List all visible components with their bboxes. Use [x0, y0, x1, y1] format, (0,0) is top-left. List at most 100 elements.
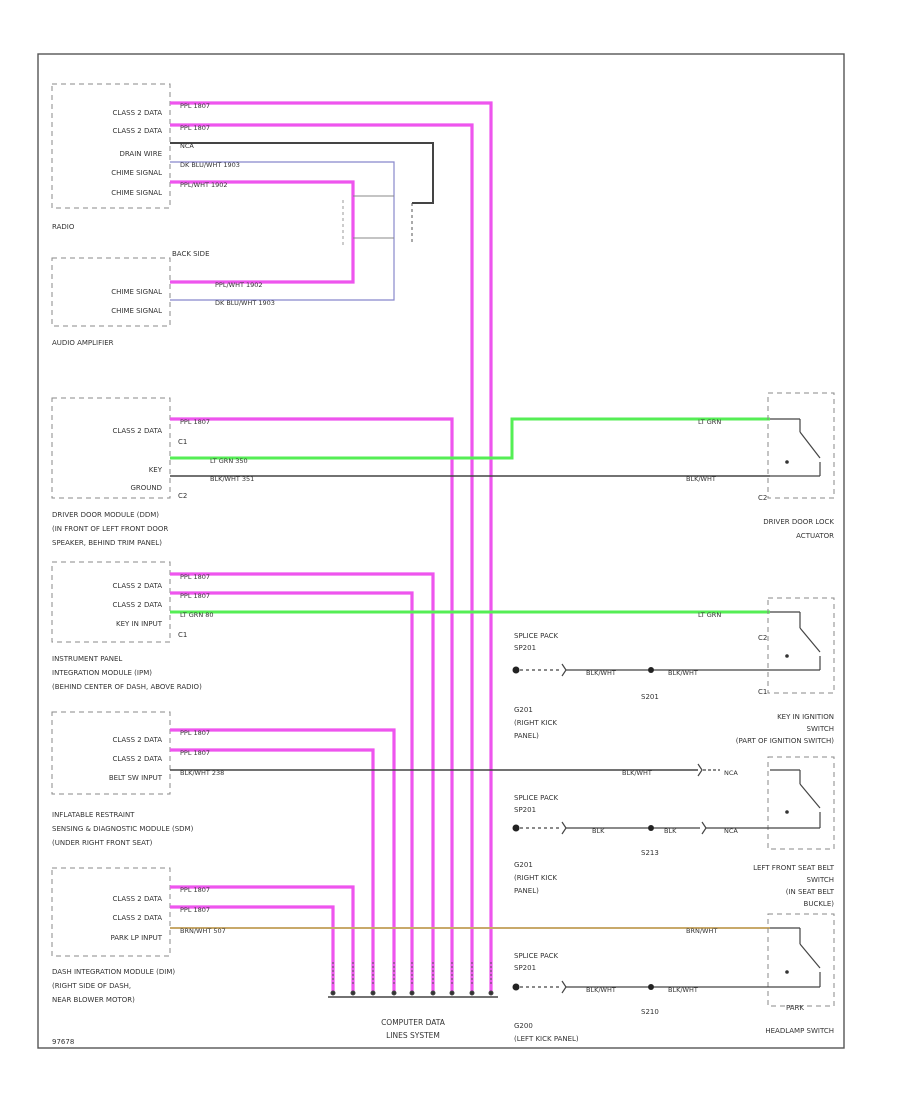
dim-pin-1: CLASS 2 DATA	[112, 895, 162, 903]
audio-amp-label: AUDIO AMPLIFIER	[52, 339, 114, 347]
diagram-code: 97678	[52, 1038, 74, 1046]
s213-loc-3: PANEL)	[514, 887, 539, 895]
lock-wire1-label: LT GRN	[698, 418, 721, 426]
key-switch-label-2: SWITCH	[807, 725, 834, 733]
instrument-panel-module: CLASS 2 DATA CLASS 2 DATA KEY IN INPUT C…	[51, 561, 202, 691]
wire-ddm-key	[170, 417, 770, 460]
lock-label-2: ACTUATOR	[796, 532, 834, 540]
ipm-conn-c1: C1	[178, 631, 187, 639]
seatbelt-wire-label: BLK/WHT	[622, 769, 652, 777]
audio-amp-header: BACK SIDE	[172, 250, 210, 258]
key-wire1-label: LT GRN	[698, 611, 721, 619]
audio-amp-pin-1: CHIME SIGNAL	[111, 288, 162, 296]
dlc-label-1: COMPUTER DATA	[381, 1018, 446, 1027]
dlc-label-2: LINES SYSTEM	[386, 1031, 440, 1040]
driver-door-module: CLASS 2 DATA KEY GROUND C1 C2 DRIVER DOO…	[51, 397, 187, 547]
s213-pack-1: SPLICE PACK	[514, 794, 558, 802]
ddm-label-2: (IN FRONT OF LEFT FRONT DOOR	[52, 525, 168, 533]
splice-s201: SPLICE PACK SP201 BLK/WHT BLK/WHT S201 G…	[512, 632, 770, 740]
wire-radio-drain	[170, 142, 434, 204]
radio-pin-1: CLASS 2 DATA	[112, 109, 162, 117]
diagram-frame	[37, 53, 845, 1049]
s213-pack-2: SP201	[514, 806, 536, 814]
ipm-data1-wire-label: PPL 1807	[180, 573, 210, 581]
wire-radio-chime1	[170, 161, 395, 301]
ddm-pin-1: CLASS 2 DATA	[112, 427, 162, 435]
ddm-conn-c2: C2	[178, 492, 187, 500]
ipm-key-wire-label: LT GRN 80	[180, 611, 214, 619]
sdm-data1-wire-label: PPL 1807	[180, 729, 210, 737]
seatbelt-label-1: LEFT FRONT SEAT BELT	[753, 864, 835, 872]
s210-pack-1: SPLICE PACK	[514, 952, 558, 960]
headlamp-label: HEADLAMP SWITCH	[765, 1027, 834, 1035]
ddm-label-3: SPEAKER, BEHIND TRIM PANEL)	[52, 539, 162, 547]
s210-label: S210	[641, 1008, 659, 1016]
wire-ddm-data	[170, 417, 454, 992]
amp-chime1-wire-label: PPL/WHT 1902	[215, 281, 263, 289]
key-conn-c2: C2	[758, 634, 767, 642]
sdm-data2-wire-label: PPL 1807	[180, 749, 210, 757]
seat-belt-switch: BLK/WHT NCA LEFT FRONT SEAT BELT SWITCH …	[622, 756, 835, 908]
s201-pack-1: SPLICE PACK	[514, 632, 558, 640]
dim-label-2: (RIGHT SIDE OF DASH,	[52, 982, 131, 990]
s201-label: S201	[641, 693, 659, 701]
ipm-pin-2: CLASS 2 DATA	[112, 601, 162, 609]
seatbelt-label-2: SWITCH	[807, 876, 834, 884]
sdm-pin-3: BELT SW INPUT	[109, 774, 163, 782]
s213-wire1-label: BLK	[592, 827, 605, 835]
s213-loc-2: (RIGHT KICK	[514, 874, 557, 882]
s210-loc-1: G200	[514, 1022, 533, 1030]
key-ignition-switch: LT GRN C2 C1 KEY IN IGNITION SWITCH (PAR…	[698, 597, 835, 745]
lock-conn-label: C2	[758, 494, 767, 502]
radio-pin-2: CLASS 2 DATA	[112, 127, 162, 135]
ddm-data-wire-label: PPL 1807	[180, 418, 210, 426]
audio-amp-pin-2: CHIME SIGNAL	[111, 307, 162, 315]
wire-dim-data2	[170, 905, 335, 992]
radio-drain-wire-label: NCA	[180, 142, 194, 150]
audio-amplifier-module: BACK SIDE CHIME SIGNAL CHIME SIGNAL AUDI…	[51, 250, 210, 347]
seatbelt-label-4: BUCKLE)	[804, 900, 835, 908]
ddm-ground-wire-label: BLK/WHT 351	[210, 475, 254, 483]
s210-pack-2: SP201	[514, 964, 536, 972]
radio-chime1-wire-label: DK BLU/WHT 1903	[180, 161, 240, 169]
dash-integration-module: CLASS 2 DATA CLASS 2 DATA PARK LP INPUT …	[51, 867, 175, 1004]
wire-sdm-data1	[170, 728, 396, 992]
s210-wire1-label: BLK/WHT	[586, 986, 616, 994]
key-switch-label-3: (PART OF IGNITION SWITCH)	[736, 737, 834, 745]
wire-dim-data1	[170, 885, 355, 992]
radio-module: CLASS 2 DATA CLASS 2 DATA DRAIN WIRE CHI…	[51, 83, 171, 231]
wire-sdm-data2	[170, 748, 375, 992]
headlamp-switch: BRN/WHT PARK HEADLAMP SWITCH	[686, 913, 835, 1035]
seatbelt-label-3: (IN SEAT BELT	[786, 888, 835, 896]
splice-s210: SPLICE PACK SP201 BLK/WHT BLK/WHT S210 G…	[512, 952, 770, 1043]
s210-wire2-label: BLK/WHT	[668, 986, 698, 994]
sensing-diagnostic-module: CLASS 2 DATA CLASS 2 DATA BELT SW INPUT …	[51, 711, 194, 847]
radio-data1-wire-label: PPL 1807	[180, 102, 210, 110]
radio-label: RADIO	[52, 223, 75, 231]
key-switch-label-1: KEY IN IGNITION	[777, 713, 834, 721]
wire-radio-chime2	[170, 180, 355, 284]
ipm-label-2: INTEGRATION MODULE (IPM)	[52, 669, 152, 677]
dim-pin-3: PARK LP INPUT	[110, 934, 162, 942]
ddm-pin-3: GROUND	[130, 484, 162, 492]
radio-chime2-wire-label: PPL/WHT 1902	[180, 181, 228, 189]
data-link-connector: COMPUTER DATA LINES SYSTEM	[328, 962, 498, 1040]
amp-chime2-wire-label: DK BLU/WHT 1903	[215, 299, 275, 307]
park-label: PARK	[786, 1004, 804, 1012]
radio-pin-5: CHIME SIGNAL	[111, 189, 162, 197]
seatbelt-nca2-label: NCA	[724, 827, 738, 835]
lock-label-1: DRIVER DOOR LOCK	[763, 518, 834, 526]
s213-wire2-label: BLK	[664, 827, 677, 835]
wire-ipm-data1	[170, 572, 435, 992]
ddm-conn-c1: C1	[178, 438, 187, 446]
ddm-label-1: DRIVER DOOR MODULE (DDM)	[52, 511, 159, 519]
door-lock-actuator: LT GRN BLK/WHT C2 DRIVER DOOR LOCK ACTUA…	[686, 392, 835, 540]
lock-wire2-label: BLK/WHT	[686, 475, 716, 483]
headlamp-wire1-label: BRN/WHT	[686, 927, 717, 935]
radio-data2-wire-label: PPL 1807	[180, 124, 210, 132]
s201-wire2-label: BLK/WHT	[668, 669, 698, 677]
ipm-label-3: (BEHIND CENTER OF DASH, ABOVE RADIO)	[52, 683, 202, 691]
sdm-pin-1: CLASS 2 DATA	[112, 736, 162, 744]
ddm-key-wire-label: LT GRN 350	[210, 457, 248, 465]
